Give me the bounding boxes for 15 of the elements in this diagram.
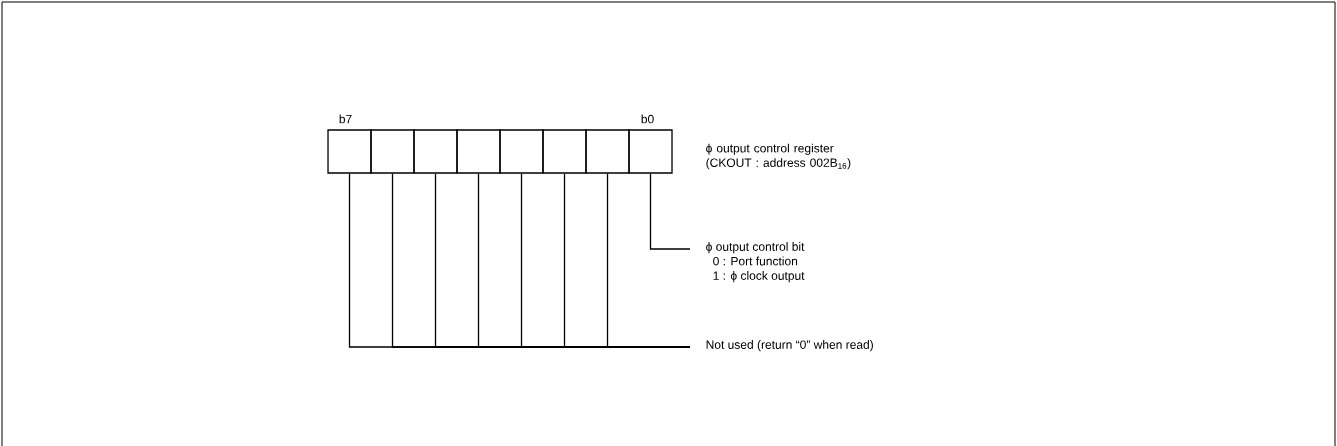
connector-line <box>606 173 691 348</box>
note-text: Not used (return “0” when read) <box>706 340 873 352</box>
register-cell <box>370 129 415 174</box>
register-cell <box>585 129 630 174</box>
register-cell <box>542 129 587 174</box>
bit-label: b7 <box>339 114 352 124</box>
bit-description: ϕ output control bit 0 : Port function 1 : ϕ clock output <box>706 242 805 283</box>
bit-label: b0 <box>641 114 654 124</box>
register-name: ϕ output control register (CKOUT : address 002B$_{16}$) <box>706 143 851 170</box>
register-cell <box>327 129 372 174</box>
register-cell <box>413 129 458 174</box>
register-cell <box>456 129 501 174</box>
register-cell <box>499 129 544 174</box>
connector-line <box>649 173 691 250</box>
register-cell <box>628 129 673 174</box>
